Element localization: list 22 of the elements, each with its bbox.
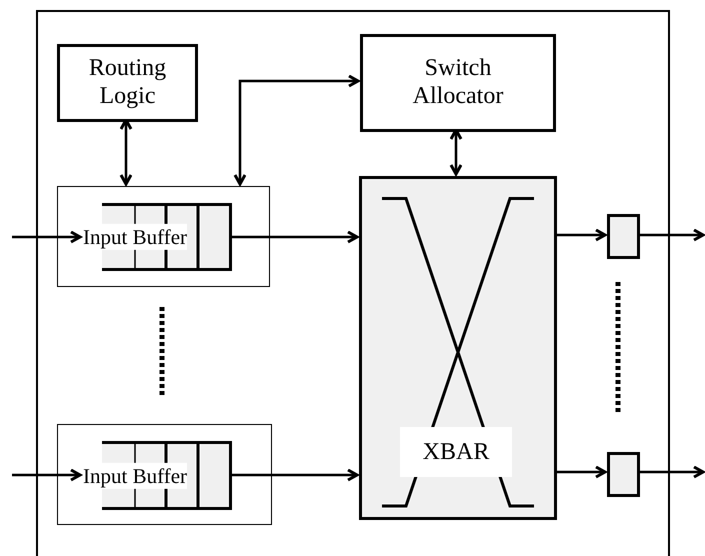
logic-box xyxy=(57,44,198,122)
allocator-box xyxy=(360,34,556,132)
block-label: Switch Allocator xyxy=(412,55,504,111)
output-register xyxy=(607,452,640,497)
crossbar-label: XBAR xyxy=(400,427,512,477)
arrow xyxy=(229,230,358,244)
output-register xyxy=(607,214,640,259)
block-label: Routing Logic xyxy=(88,55,168,111)
arrow xyxy=(638,466,704,478)
arrow xyxy=(229,468,358,482)
arrow xyxy=(12,468,82,482)
router-frame xyxy=(36,10,670,556)
buffer-frame xyxy=(57,424,272,525)
buffer-label: Input Buffer xyxy=(83,224,188,250)
buffer-frame xyxy=(57,186,270,287)
crossbar-box xyxy=(359,176,557,520)
buffer-label: Input Buffer xyxy=(83,462,188,489)
arrow xyxy=(638,228,704,242)
arrow xyxy=(555,228,606,242)
arrow xyxy=(234,74,360,186)
arrow xyxy=(12,230,82,244)
arrow xyxy=(555,466,606,478)
